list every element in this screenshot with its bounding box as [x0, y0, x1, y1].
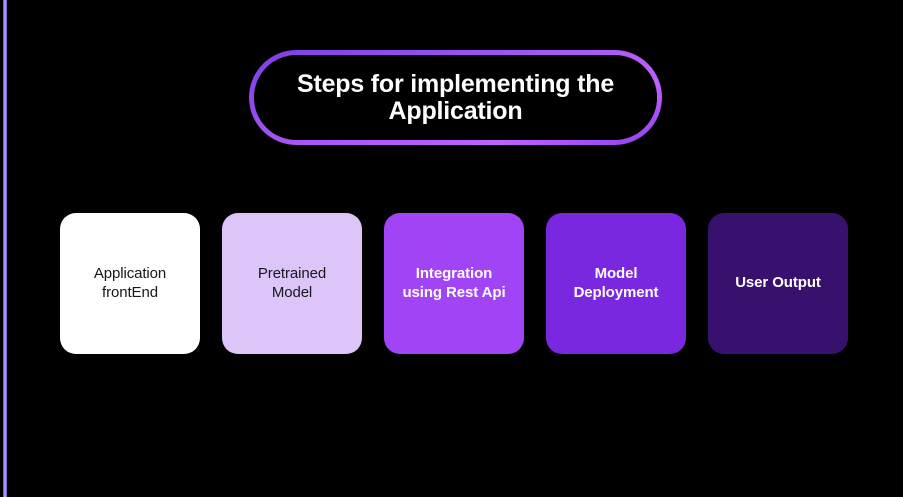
step-card-label: Pretrained Model	[257, 265, 327, 301]
step-card-integration-rest-api[interactable]: Integration using Rest Api	[384, 213, 524, 354]
left-accent-rail	[3, 0, 7, 497]
slide-title-pill-inner: Steps for implementing the Application	[254, 55, 657, 140]
step-card-user-output[interactable]: User Output	[708, 213, 848, 354]
step-card-application-frontend[interactable]: Application frontEnd	[60, 213, 200, 354]
page-title: Steps for implementing the Application	[296, 69, 615, 125]
slide-title-pill: Steps for implementing the Application	[249, 50, 662, 145]
step-card-model-deployment[interactable]: Model Deployment	[546, 213, 686, 354]
step-card-label: Application frontEnd	[93, 265, 167, 301]
step-card-label: Model Deployment	[573, 265, 659, 301]
steps-row: Application frontEnd Pretrained Model In…	[60, 213, 850, 354]
step-card-label: User Output	[735, 274, 821, 292]
step-card-pretrained-model[interactable]: Pretrained Model	[222, 213, 362, 354]
step-card-label: Integration using Rest Api	[402, 265, 506, 301]
